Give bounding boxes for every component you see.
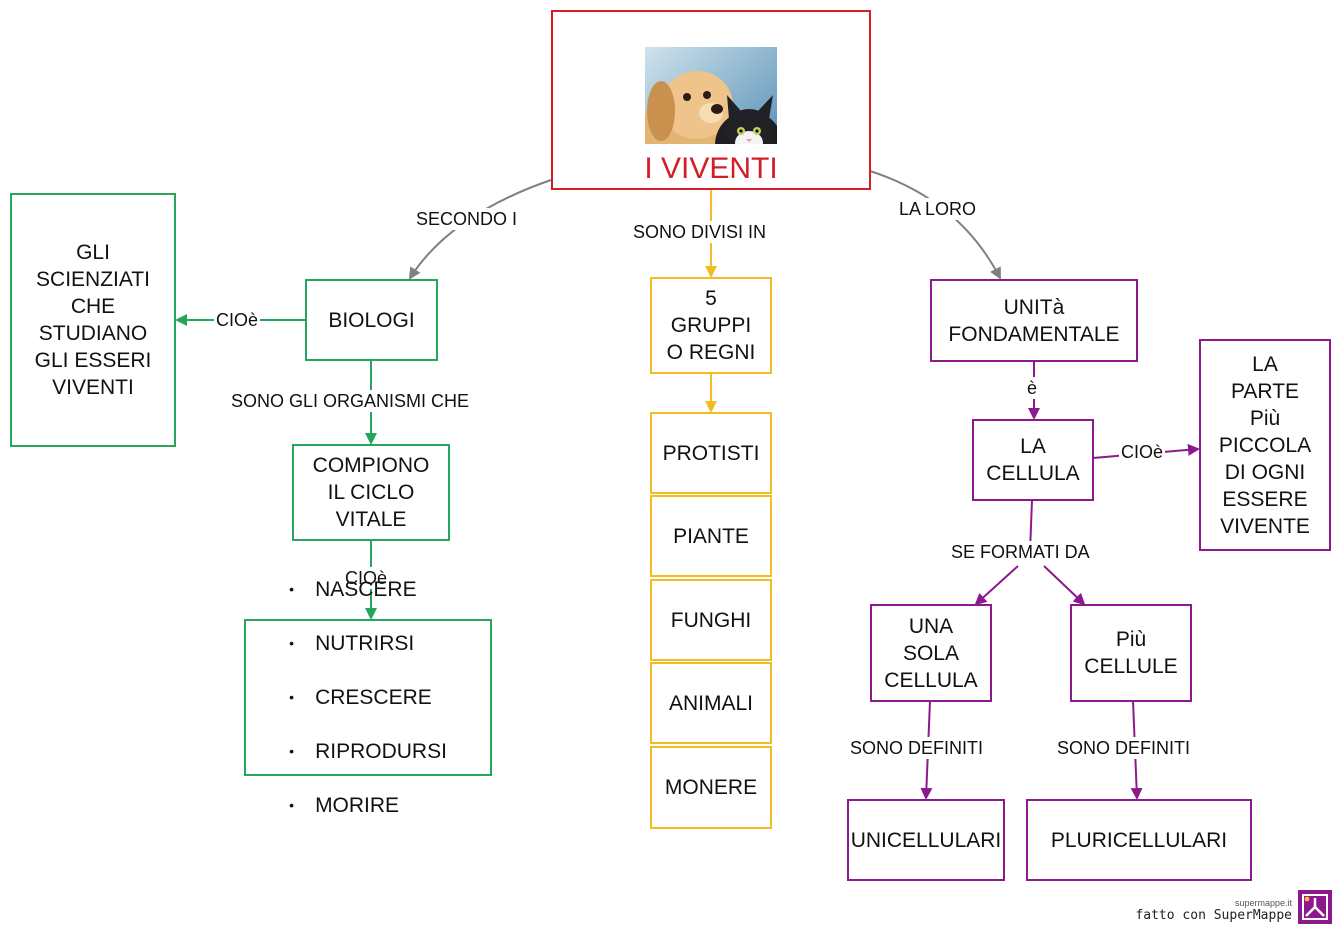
footer-credit: supermappe.it fatto con SuperMappe xyxy=(1135,898,1292,923)
node-regno-piante[interactable]: PIANTE xyxy=(650,495,772,577)
list-item: MORIRE xyxy=(289,792,447,819)
label-sono-definiti-2: SONO DEFINITI xyxy=(1055,737,1193,759)
root-node[interactable]: I VIVENTI xyxy=(551,10,871,190)
label-cioe-cellula: CIOè xyxy=(1119,441,1166,463)
puppy-kitten-image xyxy=(645,20,777,144)
node-ciclo-vitale[interactable]: COMPIONO IL CICLO VITALE xyxy=(292,444,450,541)
node-parte-piccola[interactable]: LA PARTE Più PICCOLA DI OGNI ESSERE VIVE… xyxy=(1199,339,1331,551)
root-title: I VIVENTI xyxy=(644,152,778,185)
list-item: NUTRIRSI xyxy=(289,630,447,657)
node-piu-cellule[interactable]: Più CELLULE xyxy=(1070,604,1192,702)
node-regno-funghi[interactable]: FUNGHI xyxy=(650,579,772,661)
supermappe-logo-icon[interactable] xyxy=(1298,890,1332,924)
list-item: NASCERE xyxy=(289,576,447,603)
list-item: RIPRODURSI xyxy=(289,738,447,765)
edge-root-unita xyxy=(869,170,1001,280)
node-una-sola[interactable]: UNA SOLA CELLULA xyxy=(870,604,992,702)
edge-split-una xyxy=(974,565,1019,606)
label-se-formati-da: SE FORMATI DA xyxy=(949,541,1092,563)
label-sono-gli-organismi: SONO GLI ORGANISMI CHE xyxy=(229,390,472,412)
label-la-loro: LA LORO xyxy=(897,198,979,220)
node-regno-monere[interactable]: MONERE xyxy=(650,746,772,829)
node-cellula[interactable]: LA CELLULA xyxy=(972,419,1094,501)
label-sono-divisi-in: SONO DIVISI IN xyxy=(631,221,769,243)
node-scienziati[interactable]: GLI SCIENZIATI CHE STUDIANO GLI ESSERI V… xyxy=(10,193,176,447)
node-unita[interactable]: UNITà FONDAMENTALE xyxy=(930,279,1138,362)
footer-credit-text: fatto con SuperMappe xyxy=(1135,908,1292,923)
edge-split-piu xyxy=(1043,565,1086,606)
list-item: CRESCERE xyxy=(289,684,447,711)
node-biologi[interactable]: BIOLOGI xyxy=(305,279,438,361)
node-gruppi[interactable]: 5 GRUPPI O REGNI xyxy=(650,277,772,374)
node-unicellulari[interactable]: UNICELLULARI xyxy=(847,799,1005,881)
node-azioni[interactable]: NASCERE NUTRIRSI CRESCERE RIPRODURSI MOR… xyxy=(244,578,492,817)
label-e: è xyxy=(1025,377,1040,399)
label-cioe-biologi: CIOè xyxy=(214,309,261,331)
node-regno-protisti[interactable]: PROTISTI xyxy=(650,412,772,494)
node-regno-animali[interactable]: ANIMALI xyxy=(650,662,772,744)
label-secondo-i: SECONDO I xyxy=(414,208,520,230)
label-sono-definiti-1: SONO DEFINITI xyxy=(848,737,986,759)
node-pluricellulari[interactable]: PLURICELLULARI xyxy=(1026,799,1252,881)
footer-site: supermappe.it xyxy=(1234,898,1292,908)
azioni-list: NASCERE NUTRIRSI CRESCERE RIPRODURSI MOR… xyxy=(289,549,447,846)
